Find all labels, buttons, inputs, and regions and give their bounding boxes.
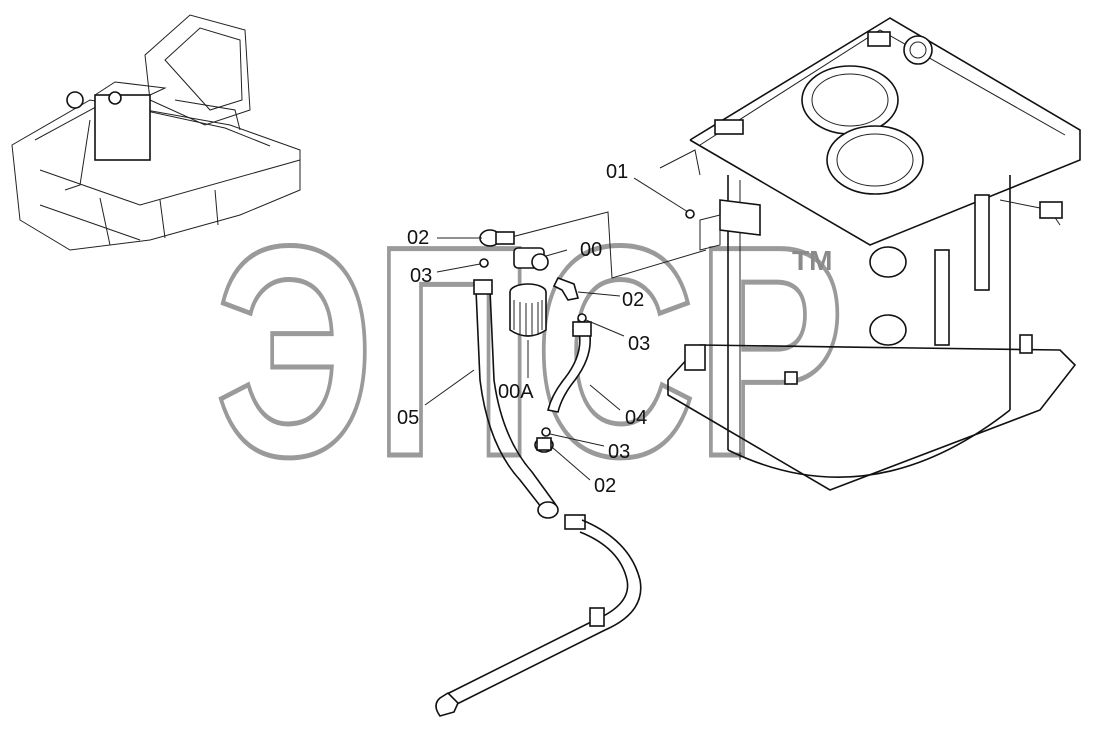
hose-assembly xyxy=(435,211,707,717)
filter-00a xyxy=(509,283,547,337)
callout-03-bottom: 03 xyxy=(608,441,630,463)
valve-00 xyxy=(513,247,549,271)
excavator-overview xyxy=(11,14,301,251)
hose-05 xyxy=(435,279,642,717)
callout-03-top: 03 xyxy=(410,265,432,287)
watermark-text: ЭПСР xyxy=(215,183,845,519)
elbow-fitting-02a xyxy=(479,229,515,247)
trademark-mark: TM xyxy=(792,245,832,276)
callout-00a: 00A xyxy=(498,381,534,403)
callout-01: 01 xyxy=(606,161,628,183)
callout-03-right: 03 xyxy=(628,333,650,355)
o-ring-03c xyxy=(541,427,551,437)
callout-labels: 01 00 02 03 02 03 00A 04 05 03 02 xyxy=(397,161,650,497)
elbow-fitting-02c xyxy=(534,437,554,453)
leader-lines xyxy=(424,177,695,481)
callout-05: 05 xyxy=(397,407,419,429)
elbow-fitting-02b xyxy=(552,276,580,301)
o-ring-03b xyxy=(577,313,587,323)
watermark: ЭПСР TM xyxy=(213,181,848,522)
callout-02-top: 02 xyxy=(407,227,429,249)
o-ring-03a xyxy=(479,258,489,268)
callout-02-bottom: 02 xyxy=(594,475,616,497)
callout-04: 04 xyxy=(625,407,647,429)
hydraulic-tank xyxy=(659,17,1081,491)
callout-02-right: 02 xyxy=(622,289,644,311)
callout-00: 00 xyxy=(580,239,602,261)
hose-04 xyxy=(547,321,592,413)
